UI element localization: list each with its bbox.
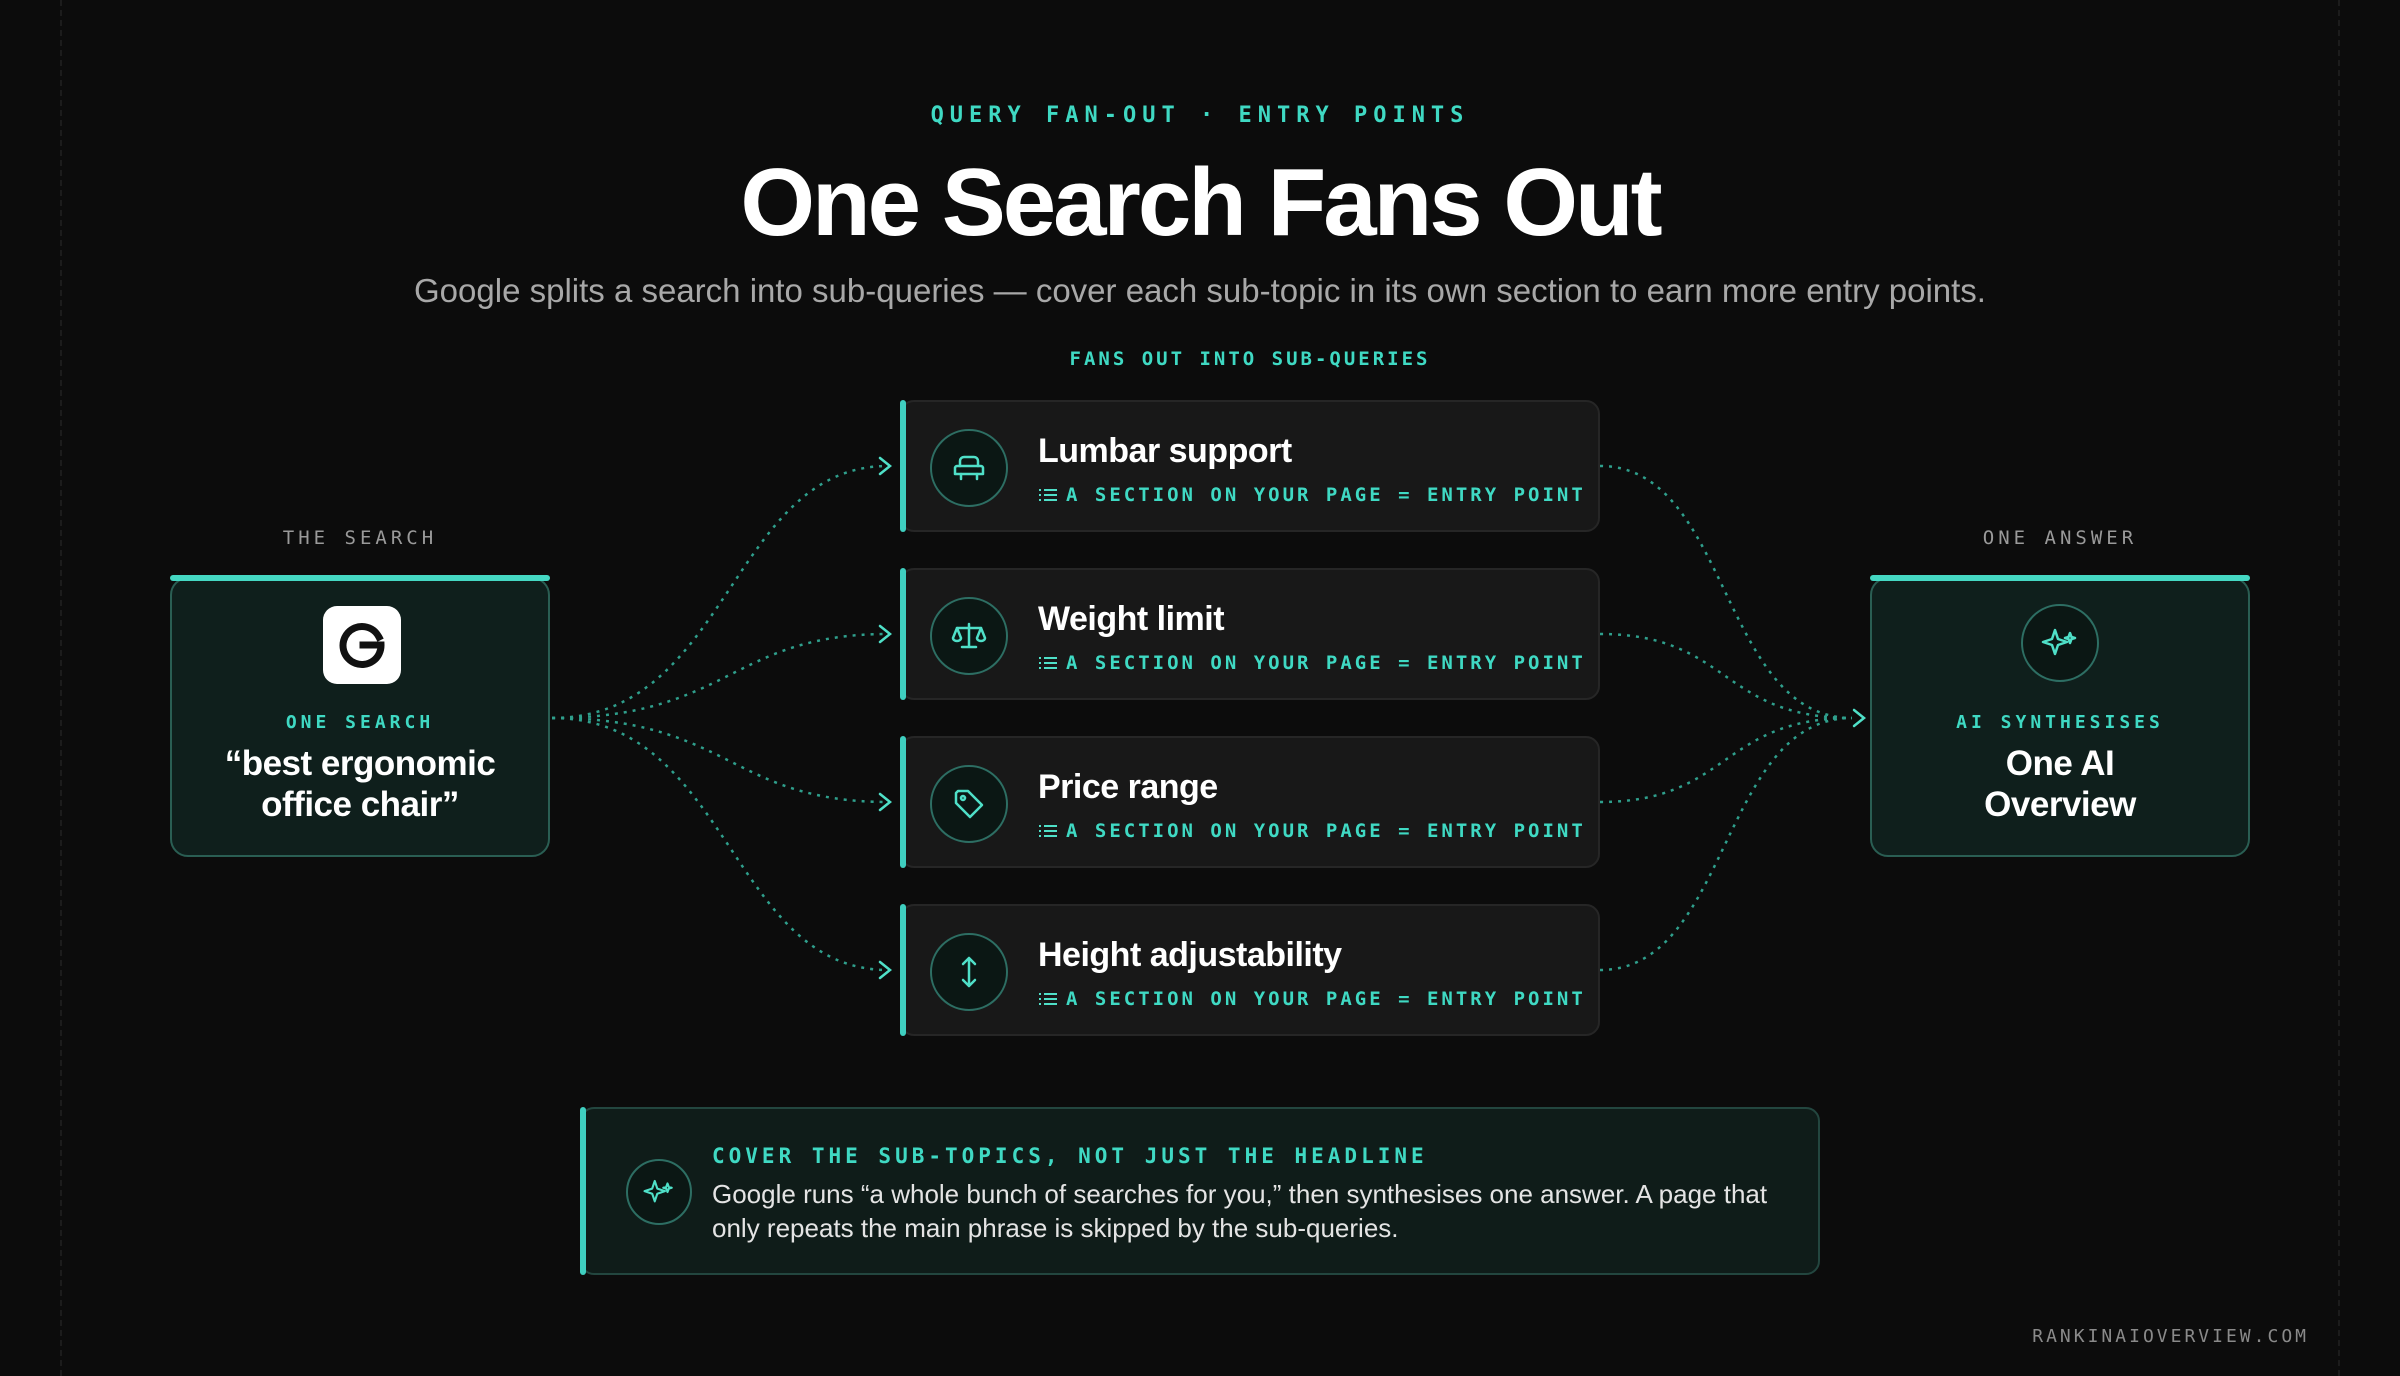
note-body: Google runs “a whole bunch of searches f… bbox=[712, 1179, 1768, 1243]
answer-section-label: ONE ANSWER bbox=[1982, 527, 2138, 549]
search-section-label: THE SEARCH bbox=[282, 527, 438, 549]
page-subtitle: Google splits a search into sub-queries … bbox=[414, 272, 1986, 309]
list-icon bbox=[1039, 993, 1057, 1005]
subquery-card-lumbar: Lumbar support A SECTION ON YOUR PAGE = … bbox=[900, 400, 1600, 532]
connector-search-to-price bbox=[551, 716, 889, 804]
subquery-card-price: Price range A SECTION ON YOUR PAGE = ENT… bbox=[900, 736, 1600, 868]
subquery-subtitle-row: A SECTION ON YOUR PAGE = ENTRY POINT bbox=[1038, 484, 1586, 506]
card-accent-bar bbox=[900, 736, 906, 868]
note-title: COVER THE SUB-TOPICS, NOT JUST THE HEADL… bbox=[712, 1144, 1428, 1168]
chair-icon bbox=[930, 429, 1008, 507]
arrowhead-answer bbox=[1852, 708, 1867, 728]
connector-search-to-lumbar bbox=[551, 464, 889, 720]
scale-icon bbox=[930, 597, 1008, 675]
arrowhead-height bbox=[878, 960, 893, 980]
connector-height-to-answer bbox=[1599, 716, 1853, 972]
list-icon bbox=[1039, 657, 1057, 669]
subquery-subtitle: A SECTION ON YOUR PAGE = ENTRY POINT bbox=[1066, 652, 1586, 674]
google-icon bbox=[323, 606, 401, 684]
arrowhead-lumbar bbox=[878, 456, 893, 476]
subquery-subtitle: A SECTION ON YOUR PAGE = ENTRY POINT bbox=[1066, 820, 1586, 842]
subquery-title: Price range bbox=[1038, 768, 1218, 806]
fans-out-label: FANS OUT INTO SUB-QUERIES bbox=[1069, 348, 1431, 370]
subquery-title: Weight limit bbox=[1038, 600, 1225, 638]
connector-lumbar-to-answer bbox=[1599, 464, 1853, 720]
right-guide-line bbox=[2338, 0, 2340, 1376]
subquery-subtitle: A SECTION ON YOUR PAGE = ENTRY POINT bbox=[1066, 484, 1586, 506]
subquery-subtitle-row: A SECTION ON YOUR PAGE = ENTRY POINT bbox=[1038, 652, 1586, 674]
left-guide-line bbox=[60, 0, 62, 1376]
search-box: ONE SEARCH “best ergonomic office chair” bbox=[170, 575, 550, 857]
subquery-card-weight: Weight limit A SECTION ON YOUR PAGE = EN… bbox=[900, 568, 1600, 700]
connector-weight-to-answer bbox=[1599, 632, 1853, 720]
sparkle-icon bbox=[626, 1159, 692, 1225]
answer-text: One AI Overview bbox=[1984, 744, 2136, 824]
subquery-title: Lumbar support bbox=[1038, 432, 1292, 470]
search-kicker: ONE SEARCH bbox=[285, 712, 435, 733]
subquery-subtitle-row: A SECTION ON YOUR PAGE = ENTRY POINT bbox=[1038, 820, 1586, 842]
connector-search-to-weight bbox=[551, 632, 889, 720]
callout-note: COVER THE SUB-TOPICS, NOT JUST THE HEADL… bbox=[580, 1107, 1820, 1275]
card-accent-bar bbox=[900, 904, 906, 1036]
vertical-arrows-icon bbox=[930, 933, 1008, 1011]
connector-search-to-height bbox=[551, 716, 889, 972]
eyebrow: QUERY FAN-OUT · ENTRY POINTS bbox=[930, 103, 1470, 128]
page-title: One Search Fans Out bbox=[740, 149, 1662, 256]
footer-domain: RANKINAIOVERVIEW.COM bbox=[2032, 1326, 2309, 1347]
arrowhead-weight bbox=[878, 624, 893, 644]
list-icon bbox=[1039, 489, 1057, 501]
answer-kicker: AI SYNTHESISES bbox=[1956, 712, 2164, 733]
subquery-title: Height adjustability bbox=[1038, 936, 1342, 974]
list-icon bbox=[1039, 825, 1057, 837]
note-accent-bar bbox=[580, 1107, 586, 1275]
card-accent-bar bbox=[900, 568, 906, 700]
tag-icon bbox=[930, 765, 1008, 843]
card-accent-bar bbox=[900, 400, 906, 532]
answer-box-top-bar bbox=[1870, 575, 2250, 581]
connector-price-to-answer bbox=[1599, 716, 1853, 804]
answer-box: AI SYNTHESISES One AI Overview bbox=[1870, 575, 2250, 857]
subquery-card-height: Height adjustability A SECTION ON YOUR P… bbox=[900, 904, 1600, 1036]
sparkle-icon bbox=[2021, 604, 2099, 682]
subquery-subtitle-row: A SECTION ON YOUR PAGE = ENTRY POINT bbox=[1038, 988, 1586, 1010]
search-query: “best ergonomic office chair” bbox=[224, 744, 496, 824]
search-box-top-bar bbox=[170, 575, 550, 581]
subquery-subtitle: A SECTION ON YOUR PAGE = ENTRY POINT bbox=[1066, 988, 1586, 1010]
arrowhead-price bbox=[878, 792, 893, 812]
